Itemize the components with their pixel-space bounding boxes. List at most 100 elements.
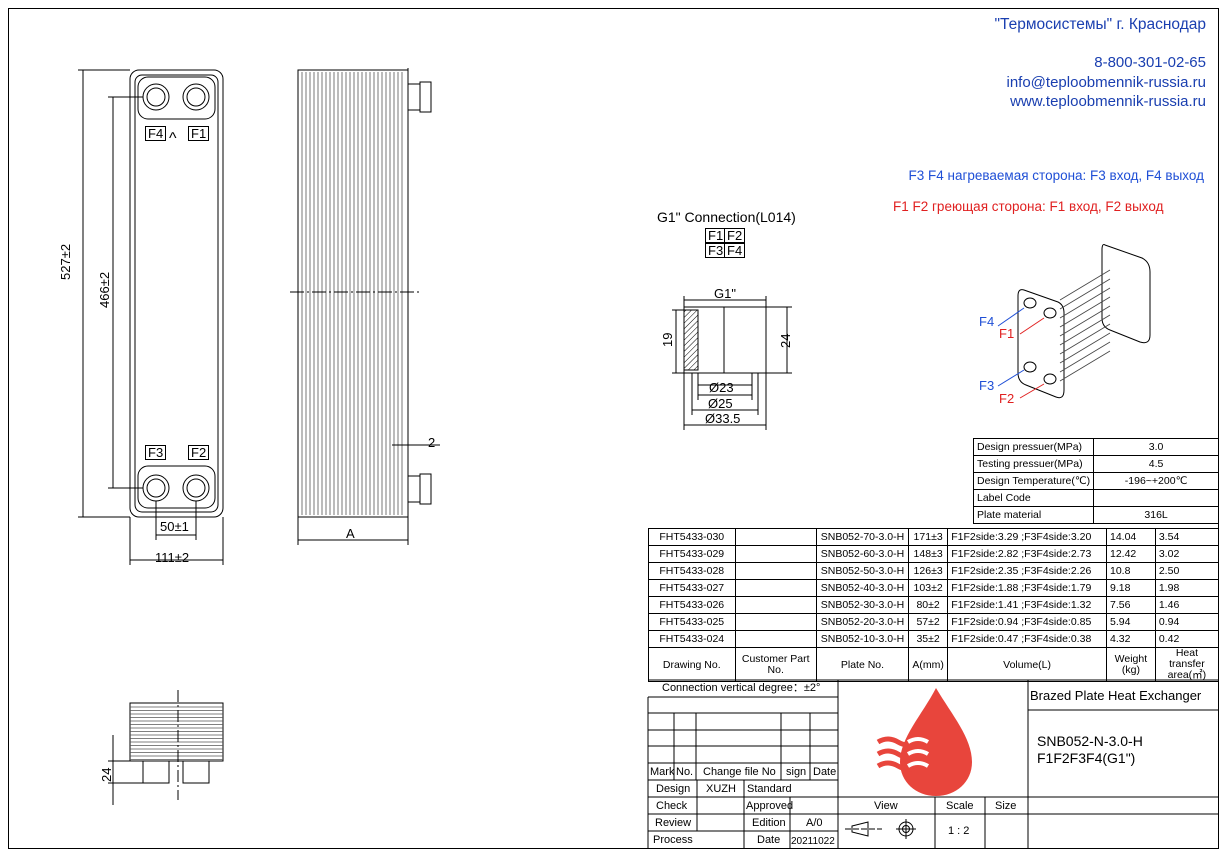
model-cell-area: 1.98 [1154,579,1220,597]
model-cell-drawing: FHT5433-027 [648,579,736,597]
spec-label: Testing pressuer(MPa) [972,455,1095,473]
dim-bottom-height: 24 [99,767,114,782]
company-name: "Термосистемы" г. Краснодар [994,16,1206,33]
sign-label: sign [786,766,807,778]
port-label-f1: F1 [188,126,210,141]
model-cell-weight: 4.32 [1105,630,1156,648]
model-cell-area: 0.42 [1154,630,1220,648]
model-cell-customer [734,630,817,648]
model-cell-drawing: FHT5433-025 [648,613,736,631]
conn-port-f1: F1 [705,228,727,243]
dim-gap: 2 [428,435,436,450]
model-cell-drawing: FHT5433-026 [648,596,736,614]
dim-h24: 24 [778,333,793,348]
connection-title: G1" Connection(L014) [657,209,796,225]
product-model: SNB052-N-3.0-H [1037,733,1143,749]
model-cell-drawing: FHT5433-028 [648,562,736,580]
model-cell-weight: 9.18 [1105,579,1156,597]
model-cell-a: 35±2 [908,630,949,648]
designer-value: XUZH [706,783,736,795]
model-cell-volume: F1F2side:2.82 ;F3F4side:2.73 [947,545,1107,563]
company-phone: 8-800-301-02-65 [1094,54,1206,71]
header-a: A(mm) [908,647,949,682]
model-cell-weight: 7.56 [1105,596,1156,614]
model-cell-a: 80±2 [908,596,949,614]
dim-a: A [346,526,355,541]
conn-port-f3: F3 [705,243,727,258]
conn-port-f4: F4 [724,243,746,258]
approved-label: Approved [746,800,794,812]
header-plate: Plate No. [815,647,910,682]
flow-arrow-icon: ^ [169,130,177,147]
standard-label: Standard [747,783,792,795]
model-cell-drawing: FHT5433-030 [648,528,736,546]
model-cell-area: 0.94 [1154,613,1220,631]
connection-detail [672,296,792,430]
dim-port-spacing-v: 466±2 [97,271,112,308]
header-drawing: Drawing No. [648,647,736,682]
spec-value: 3.0 [1093,438,1219,456]
scale-label: Scale [946,800,974,812]
company-website[interactable]: www.teploobmennik-russia.ru [1010,93,1206,110]
header-volume: Volume(L) [947,647,1107,682]
iso-view [997,244,1151,399]
model-cell-a: 126±3 [908,562,949,580]
model-cell-area: 3.02 [1154,545,1220,563]
model-cell-volume: F1F2side:1.88 ;F3F4side:1.79 [947,579,1107,597]
model-cell-volume: F1F2side:1.41 ;F3F4side:1.32 [947,596,1107,614]
dim-width: 111±2 [155,550,190,565]
scale-value: 1 : 2 [948,825,970,837]
header-customer: Customer Part No. [734,647,817,682]
model-cell-area: 2.50 [1154,562,1220,580]
spec-value: -196~+200℃ [1093,472,1219,490]
model-cell-a: 103±2 [908,579,949,597]
company-email[interactable]: info@teploobmennik-russia.ru [1006,74,1207,91]
dim-h19: 19 [660,332,675,347]
spec-row: Label Code [972,489,1219,507]
mark-label: Mark [650,766,675,778]
model-cell-weight: 14.04 [1105,528,1156,546]
model-cell-plate: SNB052-40-3.0-H [815,579,910,597]
model-cell-customer [734,545,817,563]
model-cell-volume: F1F2side:2.35 ;F3F4side:2.26 [947,562,1107,580]
iso-label-f3: F3 [979,378,995,393]
dim-d33: Ø33.5 [705,411,741,426]
spec-row: Testing pressuer(MPa)4.5 [972,455,1219,473]
date-header-label: Date [813,766,837,778]
port-label-f4: F4 [145,126,167,141]
no-label: No. [676,766,694,778]
edition-value: A/0 [806,817,823,829]
model-cell-customer [734,562,817,580]
model-cell-weight: 5.94 [1105,613,1156,631]
model-cell-area: 3.54 [1154,528,1220,546]
spec-label: Plate material [972,506,1095,524]
model-cell-plate: SNB052-20-3.0-H [815,613,910,631]
model-cell-volume: F1F2side:0.94 ;F3F4side:0.85 [947,613,1107,631]
side-view [290,68,440,545]
model-cell-weight: 12.42 [1105,545,1156,563]
model-cell-drawing: FHT5433-024 [648,630,736,648]
dim-d25: Ø25 [708,396,733,411]
header-area: Heat transfer area(㎡) [1154,647,1220,682]
model-cell-customer [734,613,817,631]
model-cell-a: 171±3 [908,528,949,546]
model-cell-customer [734,596,817,614]
model-cell-area: 1.46 [1154,596,1220,614]
model-cell-plate: SNB052-30-3.0-H [815,596,910,614]
model-cell-customer [734,528,817,546]
iso-label-f4: F4 [979,314,995,329]
spec-label: Design pressuer(MPa) [972,438,1095,456]
model-cell-customer [734,579,817,597]
size-label: Size [995,800,1017,812]
dim-d23: Ø23 [709,380,734,395]
heating-side-note: F1 F2 греющая сторона: F1 вход, F2 выход [893,199,1164,214]
date-value: 20211022 [791,836,835,847]
